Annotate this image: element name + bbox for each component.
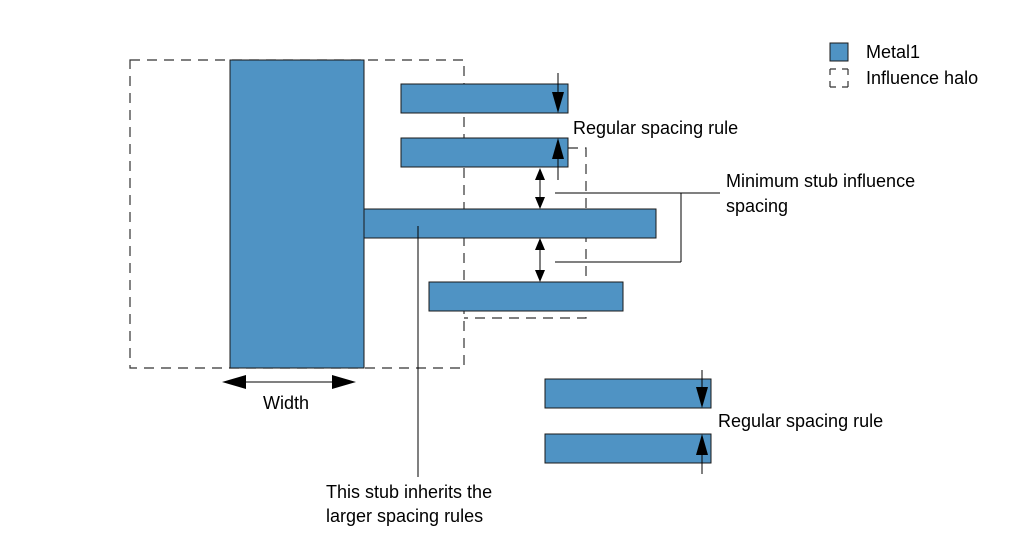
bottom-wire-2 (544, 433, 712, 464)
stub-note-line1: This stub inherits the (326, 482, 492, 502)
bottom-regular-spacing-arrows (696, 370, 708, 474)
min-stub-callout-lines (555, 192, 720, 263)
bottom-wire-1 (544, 378, 712, 409)
min-stub-label-line1: Minimum stub influence (726, 171, 915, 191)
stub-note-line2: larger spacing rules (326, 506, 483, 526)
min-stub-label-line2: spacing (726, 196, 788, 216)
width-label: Width (263, 393, 309, 413)
upper-wire-2 (400, 137, 569, 168)
legend-metal1-swatch (829, 42, 849, 62)
top-regular-spacing-label: Regular spacing rule (573, 118, 738, 138)
top-regular-spacing-arrows (552, 73, 564, 180)
legend-halo-swatch (829, 68, 849, 88)
width-dimension-arrow (222, 375, 356, 389)
legend-metal1-label: Metal1 (866, 42, 920, 62)
upper-wire-1 (400, 83, 569, 114)
legend-halo-label: Influence halo (866, 68, 978, 88)
stub-wire (363, 208, 657, 239)
lower-wire-near-stub (428, 281, 624, 312)
wide-metal-wire (229, 59, 365, 369)
min-stub-spacing-arrows (535, 168, 545, 282)
bottom-regular-spacing-label: Regular spacing rule (718, 411, 883, 431)
